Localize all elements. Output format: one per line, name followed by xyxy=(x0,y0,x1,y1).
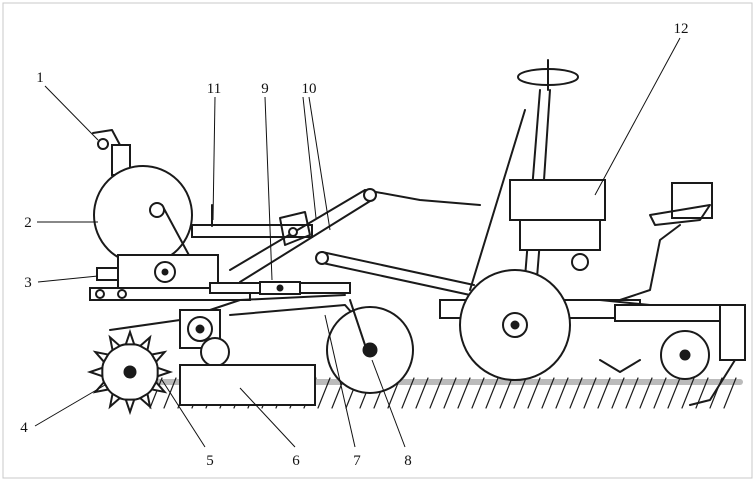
callout-8: 8 xyxy=(404,453,412,469)
callout-2: 2 xyxy=(24,215,32,231)
toothed-roller xyxy=(86,328,174,416)
callout-4: 4 xyxy=(20,420,28,436)
callout-9: 9 xyxy=(261,81,269,97)
callout-labels: 1 2 3 4 5 6 7 8 9 10 11 12 xyxy=(20,21,688,469)
hydraulic-cylinder xyxy=(315,251,475,296)
left-frame xyxy=(89,254,251,301)
callout-6: 6 xyxy=(292,453,300,469)
callout-3: 3 xyxy=(24,275,32,291)
depth-wheel xyxy=(326,299,414,394)
callout-10: 10 xyxy=(302,81,317,97)
callout-12: 12 xyxy=(674,21,689,37)
callout-5: 5 xyxy=(206,453,214,469)
planter-unit xyxy=(439,59,746,406)
callout-11: 11 xyxy=(207,81,221,97)
callout-1: 1 xyxy=(36,70,44,86)
rear-disc xyxy=(93,165,206,286)
hitch-bracket xyxy=(92,129,131,176)
leader-lines xyxy=(34,37,681,448)
inclined-struts xyxy=(229,188,481,283)
turnbuckle-link xyxy=(209,281,351,295)
callout-7: 7 xyxy=(353,453,361,469)
pressing-plate xyxy=(179,364,316,406)
